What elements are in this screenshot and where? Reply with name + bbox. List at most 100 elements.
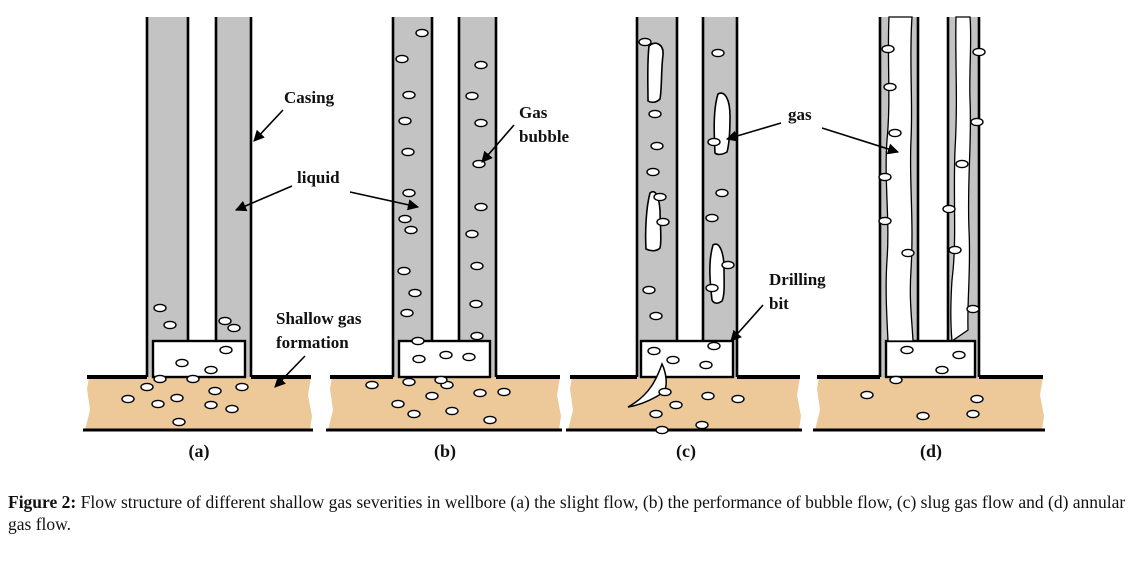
- gas-bubble: [412, 354, 426, 364]
- gas-bubble: [942, 204, 956, 214]
- gas-bubble: [163, 320, 177, 330]
- gas-bubble: [121, 394, 135, 404]
- gas-bubble: [140, 382, 154, 392]
- gas-bubble: [653, 192, 667, 202]
- shallow-gas-formation: [85, 377, 312, 430]
- gas-bubble: [235, 382, 249, 392]
- gas-bubble: [172, 417, 186, 427]
- panel-label-b: (b): [434, 441, 456, 462]
- gas-bubble: [218, 316, 232, 326]
- drilling-bit: [884, 339, 977, 379]
- gas-bubble: [860, 390, 874, 400]
- gas-bubble: [916, 411, 930, 421]
- gas-bubble: [401, 147, 415, 157]
- gas-bubble: [434, 375, 448, 385]
- panel-label-a: (a): [189, 441, 210, 462]
- annulus-liquid-left: [147, 17, 188, 377]
- gas-bubble: [153, 374, 167, 384]
- gas-bubble: [170, 393, 184, 403]
- gas-bubble: [656, 217, 670, 227]
- gas-bubble: [402, 188, 416, 198]
- panel-b-bubble-flow: [326, 17, 562, 432]
- gas-bubble: [483, 415, 497, 425]
- caption-text: Flow structure of different shallow gas …: [8, 492, 1126, 534]
- annulus-liquid-right: [216, 17, 251, 377]
- label-drilling-bit-line1: Drilling: [769, 270, 826, 289]
- gas-bubble: [439, 350, 453, 360]
- gas-bubble: [647, 346, 661, 356]
- gas-core: [950, 16, 972, 343]
- gas-bubble: [881, 44, 895, 54]
- shallow-gas-formation: [815, 377, 1044, 430]
- panel-c-slug-flow: [566, 17, 802, 435]
- gas-bubble: [219, 345, 233, 355]
- gas-bubble: [948, 245, 962, 255]
- gas-bubble: [204, 365, 218, 375]
- gas-bubble: [642, 285, 656, 295]
- gas-bubble: [889, 375, 903, 385]
- gas-bubble: [695, 420, 709, 430]
- gas-bubble: [415, 28, 429, 38]
- gas-bubble: [952, 350, 966, 360]
- gas-bubble: [473, 388, 487, 398]
- gas-bubble: [153, 303, 167, 313]
- gas-bubble: [648, 109, 662, 119]
- panel-a-slight-flow: [83, 17, 313, 432]
- gas-bubble: [701, 391, 715, 401]
- arrow-gas-c: [725, 122, 782, 142]
- gas-bubble: [407, 409, 421, 419]
- gas-bubble: [715, 188, 729, 198]
- gas-bubble: [901, 248, 915, 258]
- gas-slug: [646, 42, 664, 104]
- gas-bubble: [638, 37, 652, 47]
- gas-bubble: [646, 167, 660, 177]
- arrow-liquid-b: [349, 191, 420, 211]
- gas-bubble: [705, 213, 719, 223]
- gas-bubble: [465, 91, 479, 101]
- gas-bubble: [445, 406, 459, 416]
- gas-bubble: [970, 394, 984, 404]
- gas-bubble: [972, 47, 986, 57]
- gas-bubble: [400, 308, 414, 318]
- gas-plume: [627, 362, 667, 408]
- arrow-gas-bubble: [481, 124, 515, 163]
- wellbore-flow-diagram: Casing liquid Gas bubble Shallow gas for…: [83, 16, 1045, 462]
- gas-bubble: [649, 409, 663, 419]
- gas-bubble: [658, 387, 672, 397]
- drilling-bit: [151, 339, 247, 379]
- gas-bubble: [402, 377, 416, 387]
- gas-bubble: [649, 311, 663, 321]
- gas-bubble: [397, 266, 411, 276]
- gas-bubble: [425, 391, 439, 401]
- gas-bubble: [391, 399, 405, 409]
- gas-bubble: [666, 355, 680, 365]
- gas-bubble: [966, 409, 980, 419]
- gas-core: [885, 16, 914, 342]
- gas-bubble: [474, 202, 488, 212]
- gas-bubble: [966, 304, 980, 314]
- label-drilling-bit-line2: bit: [769, 294, 789, 313]
- gas-bubble: [970, 117, 984, 127]
- gas-bubble: [404, 225, 418, 235]
- figure-number: Figure 2:: [8, 492, 77, 512]
- gas-bubble: [705, 283, 719, 293]
- gas-bubble: [707, 341, 721, 351]
- gas-bubble: [186, 374, 200, 384]
- annulus-liquid-right: [459, 17, 496, 377]
- gas-bubble: [721, 260, 735, 270]
- gas-bubble: [878, 172, 892, 182]
- shallow-gas-formation: [568, 377, 801, 430]
- gas-bubble: [883, 82, 897, 92]
- gas-bubble: [711, 48, 725, 58]
- gas-bubble: [151, 399, 165, 409]
- gas-bubble: [227, 323, 241, 333]
- gas-bubble: [878, 216, 892, 226]
- label-casing: Casing: [284, 88, 335, 107]
- arrow-liquid-a: [234, 185, 293, 212]
- arrow-shallow-gas: [274, 355, 306, 388]
- gas-bubble: [365, 380, 379, 390]
- gas-bubble: [955, 159, 969, 169]
- arrow-drilling-bit: [730, 304, 764, 342]
- panel-label-d: (d): [920, 441, 942, 462]
- gas-bubble: [465, 229, 479, 239]
